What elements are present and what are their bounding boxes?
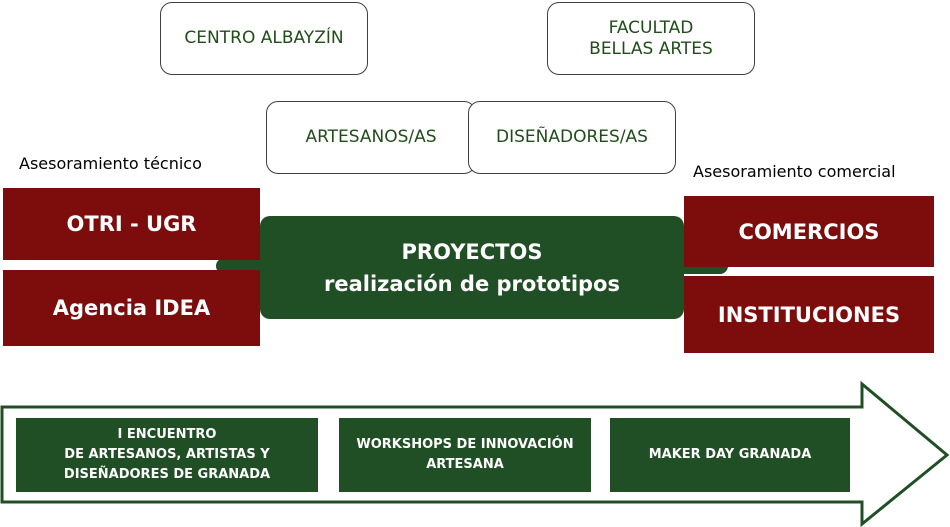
facultad-bellas-artes-box: FACULTAD BELLAS ARTES — [547, 2, 755, 75]
centro-albayzin-box: CENTRO ALBAYZÍN — [160, 2, 368, 75]
instituciones-box: INSTITUCIONES — [684, 276, 934, 353]
proyectos-subtitle: realización de prototipos — [324, 271, 620, 296]
timeline-item-workshops: WORKSHOPS DE INNOVACIÓN ARTESANA — [339, 418, 591, 492]
timeline-item-encuentro: I ENCUENTRO DE ARTESANOS, ARTISTAS Y DIS… — [16, 418, 318, 492]
centro-albayzin-label: CENTRO ALBAYZÍN — [184, 28, 344, 48]
timeline-item-maker-day: MAKER DAY GRANADA — [610, 418, 850, 492]
facultad-bellas-artes-label: FACULTAD BELLAS ARTES — [589, 17, 713, 59]
agencia-idea-box: Agencia IDEA — [3, 270, 260, 346]
disenadores-box: DISEÑADORES/AS — [468, 101, 676, 174]
instituciones-label: INSTITUCIONES — [717, 302, 901, 327]
agencia-idea-label: Agencia IDEA — [52, 296, 211, 320]
timeline-item-workshops-label: WORKSHOPS DE INNOVACIÓN ARTESANA — [356, 437, 574, 472]
proyectos-box: PROYECTOS realización de prototipos — [260, 216, 684, 319]
comercios-box: COMERCIOS — [684, 196, 934, 267]
otri-ugr-box: OTRI - UGR — [3, 188, 260, 260]
artesanos-box: ARTESANOS/AS — [266, 101, 476, 174]
timeline-item-encuentro-label: I ENCUENTRO DE ARTESANOS, ARTISTAS Y DIS… — [63, 427, 271, 482]
otri-ugr-label: OTRI - UGR — [66, 212, 197, 236]
asesoramiento-comercial-label: Asesoramiento comercial — [693, 162, 896, 181]
disenadores-label: DISEÑADORES/AS — [496, 127, 648, 147]
timeline-item-maker-day-label: MAKER DAY GRANADA — [648, 447, 812, 462]
proyectos-title: PROYECTOS — [401, 239, 543, 264]
asesoramiento-tecnico-label: Asesoramiento técnico — [19, 154, 202, 173]
artesanos-label: ARTESANOS/AS — [305, 127, 437, 147]
comercios-label: COMERCIOS — [738, 219, 880, 244]
